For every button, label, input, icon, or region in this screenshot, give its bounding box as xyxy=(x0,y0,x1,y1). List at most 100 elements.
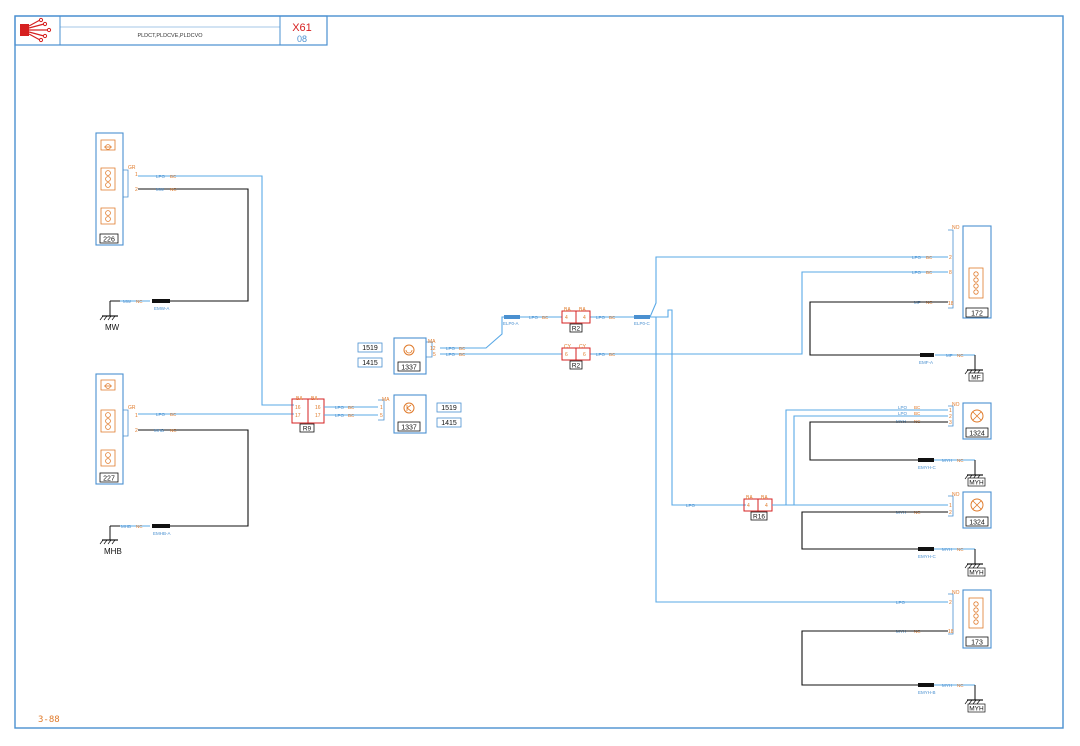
svg-text:NO: NO xyxy=(952,492,960,498)
svg-text:1: 1 xyxy=(380,405,383,411)
component-226[interactable]: 226 GR 1 2 xyxy=(95,132,138,246)
svg-text:12: 12 xyxy=(430,346,436,352)
svg-text:NO: NO xyxy=(952,402,960,408)
svg-text:NO: NO xyxy=(952,590,960,596)
svg-text:BA: BA xyxy=(564,307,571,313)
svg-text:2: 2 xyxy=(949,600,952,606)
svg-text:NC: NC xyxy=(957,683,964,688)
svg-text:1415: 1415 xyxy=(441,420,457,427)
svg-text:EMYH-C: EMYH-C xyxy=(918,465,936,470)
svg-text:MYH: MYH xyxy=(969,570,984,577)
svg-text:1324: 1324 xyxy=(969,431,985,438)
wires-r9-to-1337 xyxy=(324,406,378,416)
svg-text:MW: MW xyxy=(156,187,165,192)
svg-text:18: 18 xyxy=(948,629,954,635)
svg-text:R9: R9 xyxy=(303,426,312,433)
svg-text:MHB: MHB xyxy=(121,524,131,529)
svg-text:R16: R16 xyxy=(753,514,765,521)
svg-text:1415: 1415 xyxy=(362,360,378,367)
component-227[interactable]: 227 GR 1 2 xyxy=(95,373,138,485)
svg-text:1337: 1337 xyxy=(401,425,417,432)
svg-text:BC: BC xyxy=(348,405,355,410)
svg-text:NC: NC xyxy=(957,458,964,463)
svg-text:MYH: MYH xyxy=(942,683,952,688)
ground-MHB: EMHB-A MHB xyxy=(99,524,171,556)
splice-ELPO-C: ELP0-C xyxy=(634,315,651,326)
wires-1324-upper-ground xyxy=(809,421,975,461)
title-block: PLDCT,PLDCVE,PLDCVO X61 08 xyxy=(14,15,328,46)
svg-text:8: 8 xyxy=(949,270,952,276)
svg-text:2: 2 xyxy=(949,414,952,420)
connector-R9[interactable]: BA BA 16 17 16 17 R9 xyxy=(291,396,325,433)
svg-text:BA: BA xyxy=(761,495,768,501)
ground-MW: EMW-A MW xyxy=(99,299,170,332)
svg-text:3: 3 xyxy=(949,420,952,426)
svg-text:MF: MF xyxy=(971,375,980,382)
svg-text:NO: NO xyxy=(952,225,960,231)
pin-2: 2 xyxy=(135,187,138,193)
svg-text:4: 4 xyxy=(765,503,768,509)
svg-text:MA: MA xyxy=(382,397,390,403)
svg-text:NC: NC xyxy=(136,524,143,529)
svg-text:NC: NC xyxy=(170,428,177,433)
svg-text:NC: NC xyxy=(136,299,143,304)
svg-text:EMF-A: EMF-A xyxy=(919,360,933,365)
svg-text:LPO: LPO xyxy=(446,352,456,357)
component-172[interactable]: NO 2 8 18 172 xyxy=(948,225,992,319)
component-1337-upper[interactable]: MA 12 5 1337 xyxy=(393,337,436,375)
svg-text:BC: BC xyxy=(609,352,616,357)
refs-1337-upper: 1519 1415 xyxy=(357,342,383,368)
component-1337-lower[interactable]: MA 1 5 1337 xyxy=(378,394,427,434)
wire-labels-left: LPO BC MW NC LPO BC MHB NC MW NC MHB NC xyxy=(121,174,177,529)
component-label: 227 xyxy=(103,476,115,483)
ground-MYH-3: EMYH-B MYH NC MYH xyxy=(918,683,986,713)
svg-text:BC: BC xyxy=(459,346,466,351)
svg-text:LPO: LPO xyxy=(686,503,696,508)
svg-text:MYH: MYH xyxy=(969,706,984,713)
svg-text:NC: NC xyxy=(170,187,177,192)
wires-r16-to-1324 xyxy=(772,409,948,506)
svg-text:5: 5 xyxy=(433,352,436,358)
ground-MF: EMF-A MF NC MF xyxy=(919,353,984,382)
svg-text:CY: CY xyxy=(579,344,587,350)
svg-text:1337: 1337 xyxy=(401,365,417,372)
component-label: 226 xyxy=(103,237,115,244)
svg-text:NC: NC xyxy=(957,353,964,358)
connector-R2-CY[interactable]: CY CY 6 6 R2 xyxy=(561,344,591,370)
svg-text:EMW-A: EMW-A xyxy=(154,306,169,311)
svg-text:EMYH-B: EMYH-B xyxy=(918,690,936,695)
component-173[interactable]: NO 2 18 173 xyxy=(948,589,992,649)
svg-text:2: 2 xyxy=(949,510,952,516)
svg-text:LPO: LPO xyxy=(156,174,166,179)
svg-text:LPO: LPO xyxy=(529,315,539,320)
svg-text:1519: 1519 xyxy=(441,405,457,412)
svg-text:BC: BC xyxy=(542,315,549,320)
svg-text:R2: R2 xyxy=(572,363,581,370)
svg-text:LPO: LPO xyxy=(596,352,606,357)
connector-logo-icon xyxy=(20,17,52,43)
svg-text:172: 172 xyxy=(971,311,983,318)
component-1324-lower[interactable]: NO 1 2 1324 xyxy=(948,491,992,529)
svg-text:1519: 1519 xyxy=(362,345,378,352)
svg-text:MW: MW xyxy=(123,299,132,304)
svg-text:LPO: LPO xyxy=(335,405,345,410)
svg-text:ELP0-C: ELP0-C xyxy=(634,321,651,326)
svg-text:17: 17 xyxy=(295,413,301,419)
svg-text:LPO: LPO xyxy=(596,315,606,320)
pin-1: 1 xyxy=(135,172,138,178)
sheet-border xyxy=(14,15,1064,729)
refs-1337-lower: 1519 1415 xyxy=(436,402,462,428)
svg-text:16: 16 xyxy=(315,405,321,411)
svg-text:MYH: MYH xyxy=(969,480,984,487)
connector-R2-BA[interactable]: BA BA 4 4 R2 xyxy=(561,307,591,333)
connector-code: GR xyxy=(128,165,136,171)
svg-text:MF: MF xyxy=(946,353,953,358)
svg-text:173: 173 xyxy=(971,640,983,647)
connector-R16[interactable]: BA BA 4 4 R16 xyxy=(743,495,773,521)
svg-text:4: 4 xyxy=(565,315,568,321)
wires-left xyxy=(120,175,294,527)
component-1324-upper[interactable]: NO 1 2 3 1324 xyxy=(948,402,992,440)
svg-text:LPO: LPO xyxy=(912,270,922,275)
